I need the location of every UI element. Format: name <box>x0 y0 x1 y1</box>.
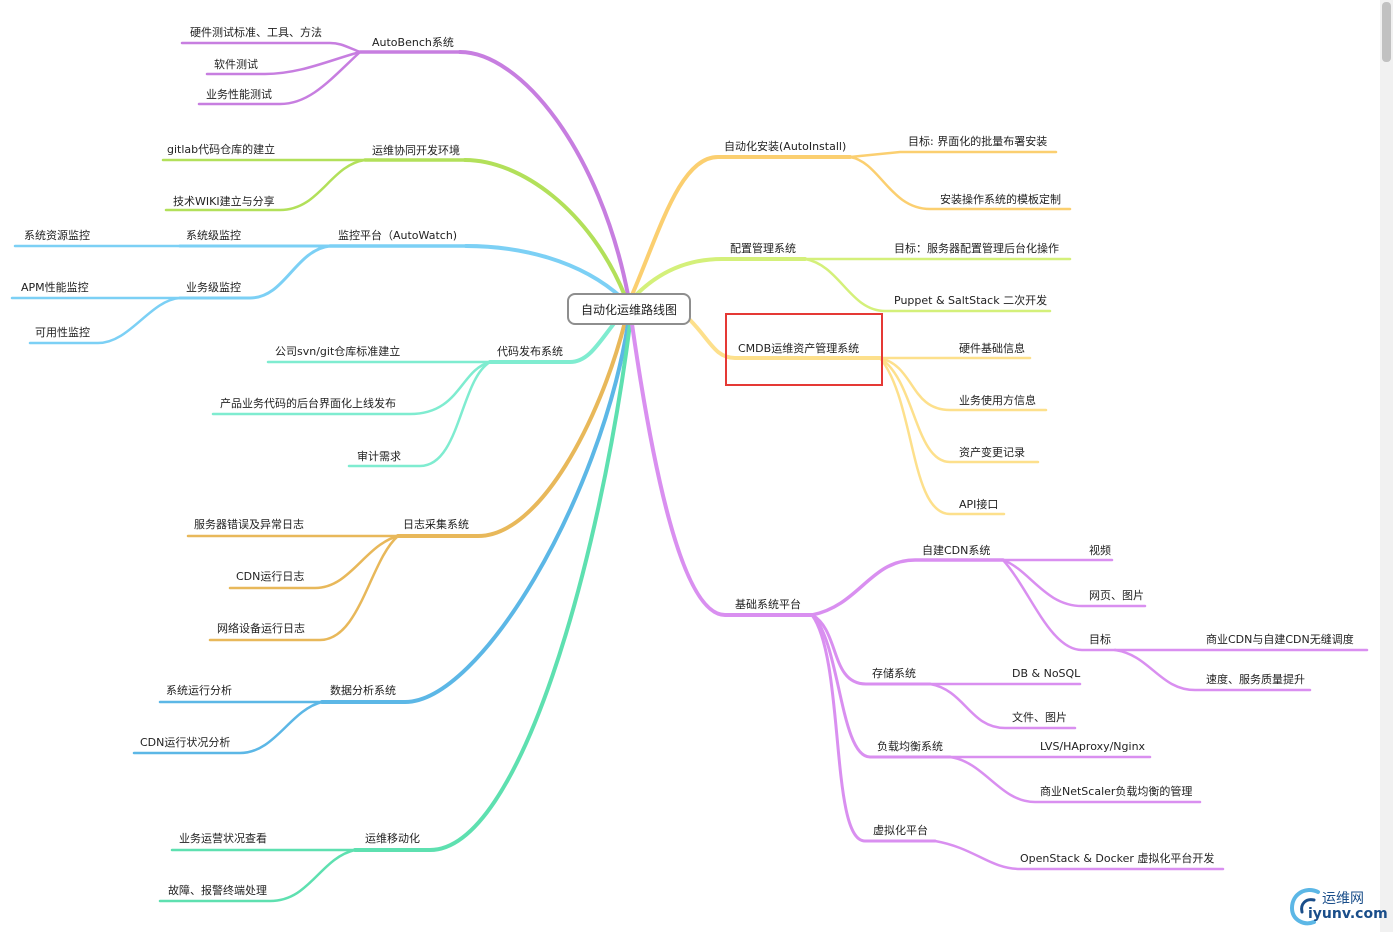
node-autobench-perf[interactable]: 业务性能测试 <box>206 88 272 101</box>
node-autoinstall-template[interactable]: 安装操作系统的模板定制 <box>940 193 1061 206</box>
node-release-deploy[interactable]: 产品业务代码的后台界面化上线发布 <box>220 397 396 410</box>
node-devenv-gitlab[interactable]: gitlab代码仓库的建立 <box>167 143 276 156</box>
node-autobench-sw[interactable]: 软件测试 <box>214 58 258 71</box>
branch-mobile <box>158 322 632 903</box>
branch-config <box>632 257 1072 313</box>
vertical-scrollbar[interactable] <box>1380 0 1393 932</box>
node-log-server[interactable]: 服务器错误及异常日志 <box>194 518 304 531</box>
branch-autobench <box>180 41 630 297</box>
node-monitor-avail[interactable]: 可用性监控 <box>35 326 90 339</box>
node-analysis-sys[interactable]: 系统运行分析 <box>166 684 232 697</box>
node-infra-cdn-goal-sched[interactable]: 商业CDN与自建CDN无缝调度 <box>1206 633 1354 646</box>
node-devenv[interactable]: 运维协同开发环境 <box>372 144 460 157</box>
node-infra-lb-lvs[interactable]: LVS/HAproxy/Nginx <box>1040 740 1146 753</box>
node-infra-cdn[interactable]: 自建CDN系统 <box>922 544 991 557</box>
node-analysis[interactable]: 数据分析系统 <box>330 684 396 697</box>
node-cmdb-hw[interactable]: 硬件基础信息 <box>959 342 1025 355</box>
node-devenv-wiki[interactable]: 技术WIKI建立与分享 <box>173 195 275 208</box>
node-infra-lb[interactable]: 负载均衡系统 <box>877 740 943 753</box>
node-monitor[interactable]: 监控平台（AutoWatch) <box>338 229 458 242</box>
node-infra-virt-openstack[interactable]: OpenStack & Docker 虚拟化平台开发 <box>1020 852 1215 865</box>
watermark-logo: 运维网 iyunv.com <box>1288 884 1392 928</box>
node-cmdb-api[interactable]: API接口 <box>959 498 999 511</box>
center-label: 自动化运维路线图 <box>580 302 677 317</box>
node-autobench[interactable]: AutoBench系统 <box>372 36 454 49</box>
node-config[interactable]: 配置管理系统 <box>730 242 796 255</box>
node-analysis-cdn[interactable]: CDN运行状况分析 <box>140 736 231 749</box>
watermark-line1: 运维网 <box>1322 891 1364 907</box>
node-autoinstall-goal[interactable]: 目标: 界面化的批量布署安装 <box>908 135 1048 148</box>
node-release[interactable]: 代码发布系统 <box>497 345 563 358</box>
node-log-net[interactable]: 网络设备运行日志 <box>217 622 305 635</box>
node-monitor-apm[interactable]: APM性能监控 <box>21 281 89 294</box>
node-autoinstall[interactable]: 自动化安装(AutoInstall) <box>724 140 847 153</box>
node-monitor-sysres[interactable]: 系统资源监控 <box>24 229 90 242</box>
node-infra-lb-netscaler[interactable]: 商业NetScaler负载均衡的管理 <box>1040 785 1193 798</box>
node-monitor-sys[interactable]: 系统级监控 <box>186 229 241 242</box>
node-mobile-ops[interactable]: 业务运营状况查看 <box>179 832 267 845</box>
branch-monitor <box>10 244 624 345</box>
node-log[interactable]: 日志采集系统 <box>403 518 469 531</box>
node-infra-cdn-goal[interactable]: 目标 <box>1089 633 1111 646</box>
node-autobench-hw[interactable]: 硬件测试标准、工具、方法 <box>190 26 322 39</box>
swirl-logo-icon <box>1289 888 1320 926</box>
branch-devenv <box>161 158 627 298</box>
cmdb-highlight-box <box>725 313 883 386</box>
watermark-line2: iyunv.com <box>1308 906 1388 922</box>
node-cmdb-user[interactable]: 业务使用方信息 <box>959 394 1036 407</box>
node-config-goal[interactable]: 目标：服务器配置管理后台化操作 <box>894 242 1059 255</box>
branch-release <box>211 314 622 468</box>
node-mobile[interactable]: 运维移动化 <box>365 832 420 845</box>
node-infra-storage-db[interactable]: DB & NoSQL <box>1012 667 1081 680</box>
node-cmdb[interactable]: CMDB运维资产管理系统 <box>738 342 860 355</box>
branch-autoinstall <box>630 150 1072 297</box>
node-infra-virt[interactable]: 虚拟化平台 <box>873 824 928 837</box>
branch-cmdb <box>688 318 1048 516</box>
branch-log <box>186 320 627 642</box>
node-release-repo[interactable]: 公司svn/git仓库标准建立 <box>275 345 401 358</box>
node-monitor-biz[interactable]: 业务级监控 <box>186 281 241 294</box>
node-mobile-alarm[interactable]: 故障、报警终端处理 <box>168 884 267 897</box>
center-node[interactable]: 自动化运维路线图 <box>567 293 691 325</box>
scrollbar-thumb[interactable] <box>1382 2 1391 62</box>
node-release-audit[interactable]: 审计需求 <box>357 450 401 463</box>
node-infra-storage[interactable]: 存储系统 <box>872 667 916 680</box>
node-infra-cdn-web[interactable]: 网页、图片 <box>1089 589 1144 602</box>
node-cmdb-change[interactable]: 资产变更记录 <box>959 446 1025 459</box>
node-infra-cdn-video[interactable]: 视频 <box>1089 544 1111 557</box>
node-config-puppet[interactable]: Puppet & SaltStack 二次开发 <box>894 294 1048 307</box>
node-infra-cdn-goal-speed[interactable]: 速度、服务质量提升 <box>1206 673 1305 686</box>
node-log-cdn[interactable]: CDN运行日志 <box>236 570 305 583</box>
branch-infra <box>630 322 1369 871</box>
node-infra-storage-file[interactable]: 文件、图片 <box>1012 711 1067 724</box>
branch-analysis <box>132 322 630 755</box>
node-infra[interactable]: 基础系统平台 <box>735 598 801 611</box>
